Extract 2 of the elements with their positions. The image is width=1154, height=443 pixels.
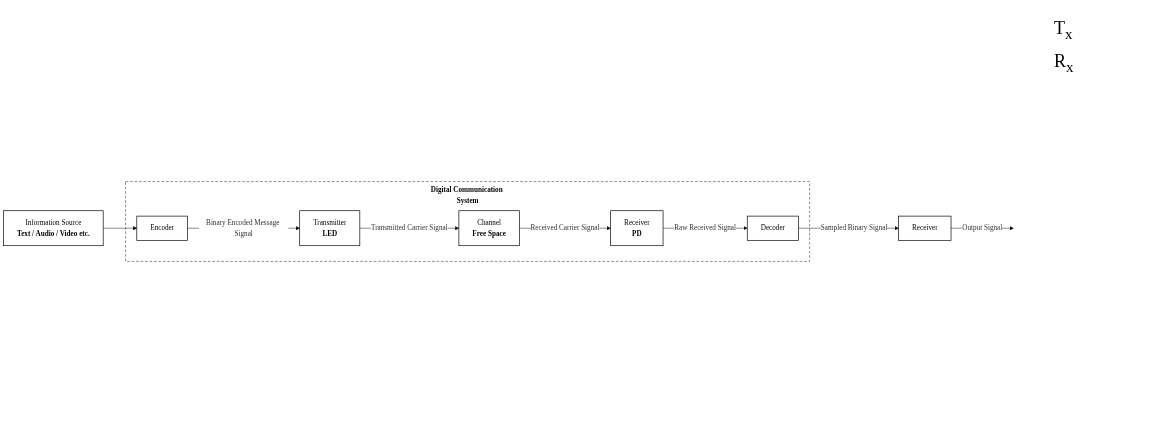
signal-label: T$_{x}$ bbox=[1054, 18, 1074, 43]
signal-label: R$_{x}$ bbox=[1054, 50, 1075, 76]
